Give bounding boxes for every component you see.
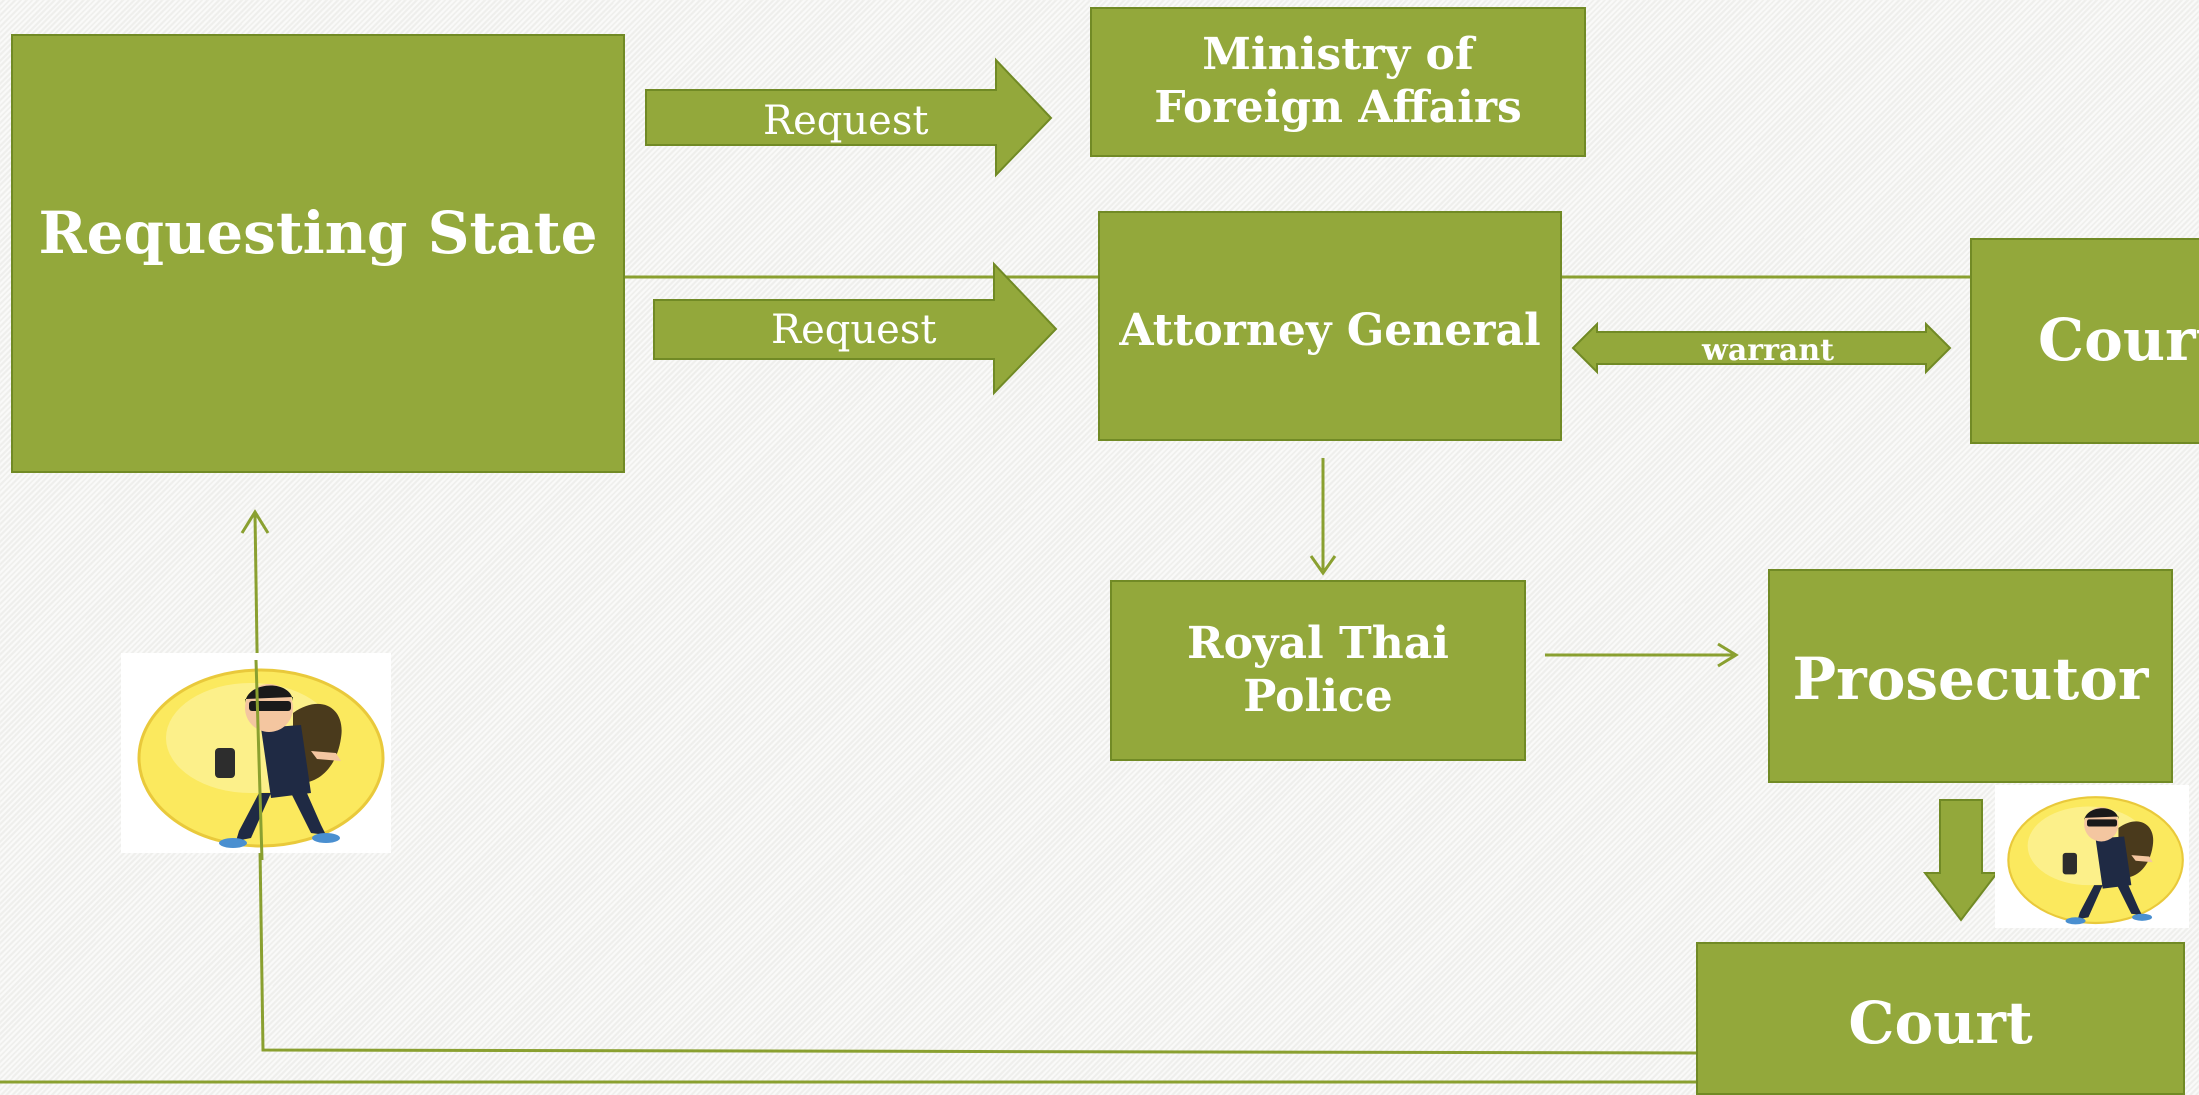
attorney-to-police-arrowhead: [1309, 555, 1337, 576]
node-royal-thai-police: Royal Thai Police: [1110, 580, 1526, 761]
warrant-label: warrant: [1702, 333, 1834, 368]
node-attorney-general: Attorney General: [1098, 211, 1562, 441]
request-label-ministry: Request: [763, 98, 929, 144]
node-prosecutor: Prosecutor: [1768, 569, 2173, 783]
request-arrow-ministry: [645, 57, 1053, 178]
return-arrowhead: [240, 509, 270, 534]
police-to-prosecutor-arrowhead: [1717, 642, 1739, 668]
thief-icon: [121, 653, 391, 853]
thief-icon: [1995, 785, 2189, 928]
warrant-double-arrow: [1571, 321, 1952, 375]
request-label-attorney: Request: [771, 307, 937, 353]
node-ministry-foreign-affairs: Ministry of Foreign Affairs: [1090, 7, 1586, 157]
node-court-top: Court: [1970, 238, 2199, 444]
node-court-bottom: Court: [1696, 942, 2185, 1095]
request-arrow-attorney: [653, 261, 1058, 396]
prosecutor-to-court-arrow: [1922, 799, 2000, 922]
node-requesting-state: Requesting State: [11, 34, 625, 473]
